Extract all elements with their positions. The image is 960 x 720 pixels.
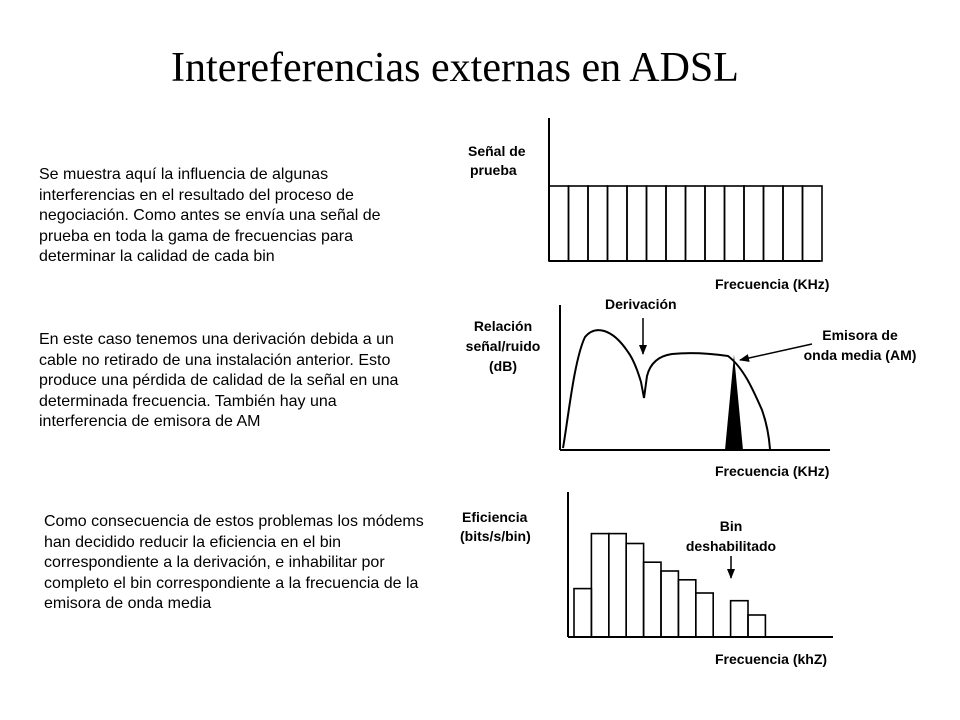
test-signal-bins xyxy=(548,185,823,262)
disabled-bin-label-1: Bin xyxy=(720,518,743,534)
efficiency-bin xyxy=(747,614,767,638)
snr-curve xyxy=(562,329,771,450)
test-signal-bin xyxy=(665,185,687,262)
test-signal-ylabel-2: prueba xyxy=(470,162,517,178)
snr-ylabel-3: (dB) xyxy=(489,358,517,374)
efficiency-bin xyxy=(590,532,610,638)
test-signal-bin xyxy=(704,185,726,262)
test-signal-bin xyxy=(684,185,706,262)
efficiency-bin xyxy=(729,599,749,638)
efficiency-bin xyxy=(573,587,593,638)
efficiency-bins xyxy=(573,532,767,638)
efficiency-ylabel-1: Eficiencia xyxy=(462,509,528,525)
am-label-1: Emisora de xyxy=(822,327,898,343)
test-signal-diagram: Señal de prueba Frecuencia (KHz) xyxy=(468,118,829,292)
efficiency-ylabel-2: (bits/s/bin) xyxy=(460,528,531,544)
am-arrow xyxy=(739,343,813,362)
derivation-paragraph: En este caso tenemos una derivación debi… xyxy=(39,331,399,431)
derivation-label: Derivación xyxy=(605,296,677,312)
snr-diagram: Relación señal/ruido (dB) Derivación Emi… xyxy=(466,296,917,479)
test-signal-bin xyxy=(743,185,765,262)
test-signal-ylabel-1: Señal de xyxy=(468,143,526,159)
test-signal-bin xyxy=(626,185,648,262)
efficiency-bin xyxy=(625,542,645,638)
efficiency-diagram: Eficiencia (bits/s/bin) Bin deshabilitad… xyxy=(460,492,833,667)
consequence-paragraph: Como consecuencia de estos problemas los… xyxy=(44,513,424,613)
intro-paragraph: Se muestra aquí la influencia de algunas… xyxy=(39,166,381,266)
page-title: Intereferencias externas en ADSL xyxy=(171,45,739,91)
test-signal-xlabel: Frecuencia (KHz) xyxy=(715,276,829,292)
test-signal-bin xyxy=(587,185,609,262)
efficiency-bin xyxy=(660,570,680,638)
test-signal-bin xyxy=(567,185,589,262)
efficiency-xlabel: Frecuencia (khZ) xyxy=(715,651,827,667)
efficiency-bin xyxy=(607,532,627,638)
snr-ylabel-2: señal/ruido xyxy=(466,338,541,354)
test-signal-bin xyxy=(782,185,804,262)
efficiency-bin xyxy=(642,561,662,638)
test-signal-bin xyxy=(762,185,784,262)
disabled-bin-label-2: deshabilitado xyxy=(686,538,776,554)
am-label-2: onda media (AM) xyxy=(804,347,917,363)
am-interference-spike xyxy=(725,355,743,450)
snr-xlabel: Frecuencia (KHz) xyxy=(715,463,829,479)
snr-ylabel-1: Relación xyxy=(474,318,532,334)
test-signal-bin xyxy=(606,185,628,262)
efficiency-bin xyxy=(677,578,697,638)
test-signal-bin xyxy=(723,185,745,262)
efficiency-bin xyxy=(694,592,714,638)
test-signal-bin xyxy=(801,185,823,262)
test-signal-bin xyxy=(645,185,667,262)
test-signal-bin xyxy=(548,185,570,262)
